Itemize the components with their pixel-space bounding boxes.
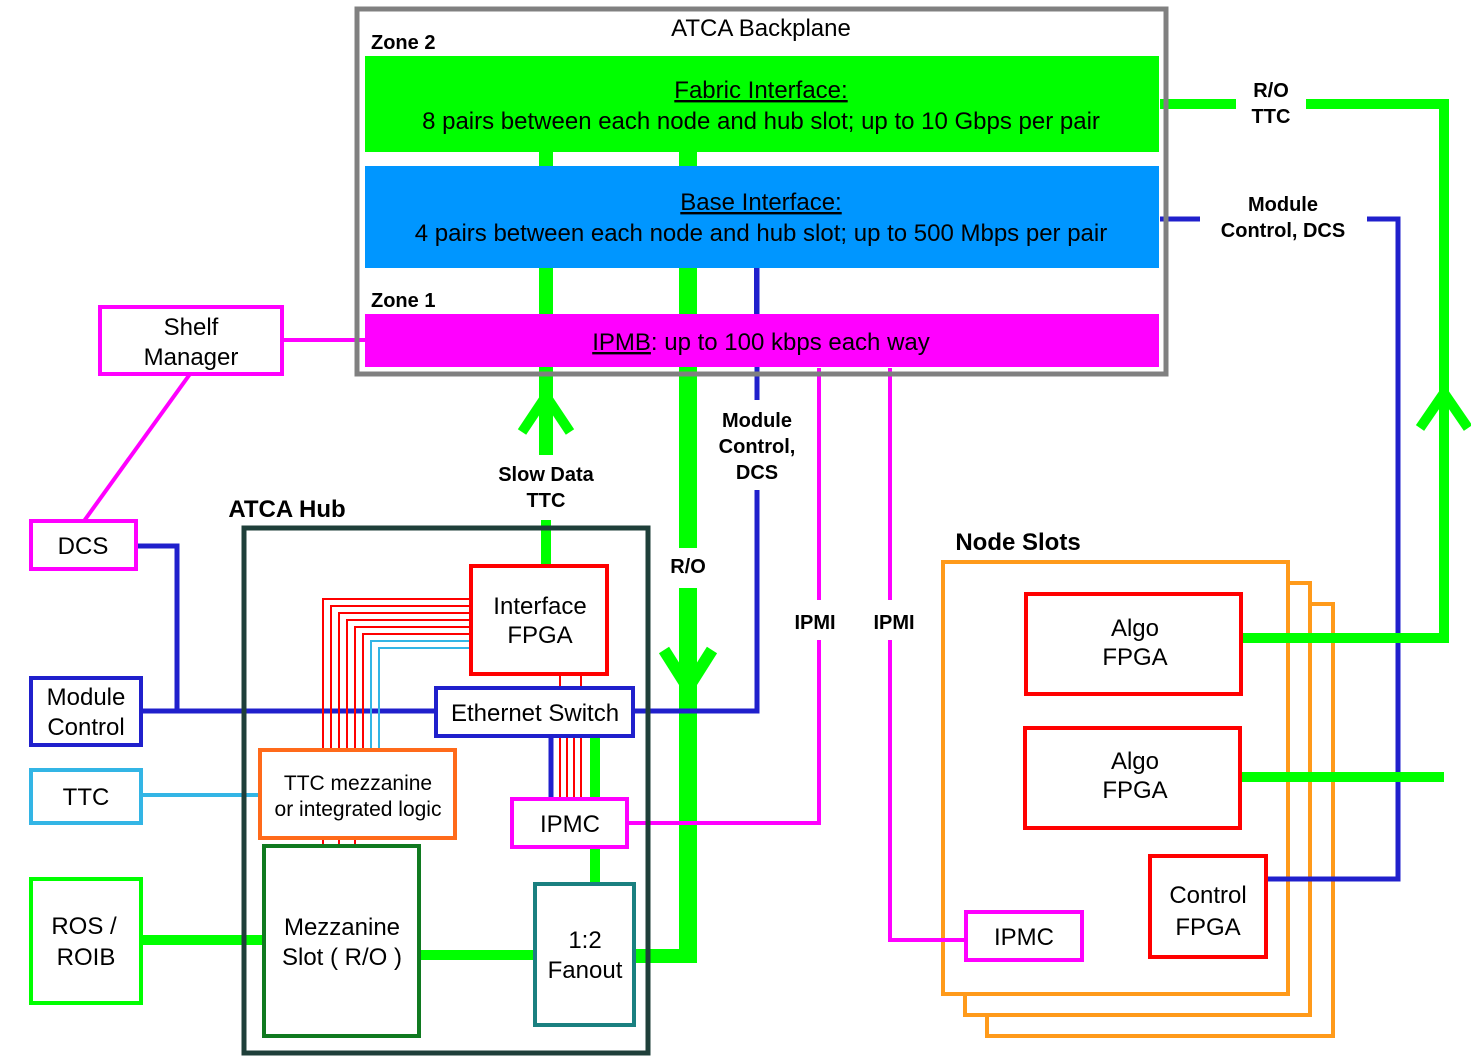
module-control-box: [29, 676, 143, 747]
module-control-label-2: Control: [47, 714, 124, 741]
ro-ttc-right-link: [1306, 99, 1449, 420]
ttc-mezzanine-label-2: or integrated logic: [275, 798, 442, 821]
algo-fpga-1-label-1: Algo: [1111, 615, 1159, 642]
atca-hub-title: ATCA Hub: [228, 496, 345, 523]
ro-trunk-overlay: [679, 152, 697, 166]
shelf-manager-label-2: Manager: [144, 344, 239, 371]
ipmi-2-label: IPMI: [873, 612, 914, 634]
module-control-mid-2: Control,: [719, 436, 796, 458]
algo-fpga-1-label-2: FPGA: [1102, 644, 1167, 671]
mezzanine-slot-label-1: Mezzanine: [284, 914, 400, 941]
fabric-interface-desc: 8 pairs between each node and hub slot; …: [422, 108, 1100, 135]
dcs-label: DCS: [58, 533, 109, 560]
ros-roib-label-1: ROS /: [51, 913, 117, 940]
ros-roib-box: [29, 877, 143, 1005]
fanout-label-1: 1:2: [568, 927, 601, 954]
module-control-dcs-right-1: Module: [1248, 194, 1318, 216]
control-fpga-box: [1148, 854, 1268, 959]
zone1-label: Zone 1: [371, 290, 435, 312]
slow-data-trunk-overlay: [539, 152, 553, 166]
dcs-box: [29, 519, 138, 571]
ttc-mezzanine-box: [258, 748, 457, 840]
ethernet-switch-label: Ethernet Switch: [451, 700, 619, 727]
control-fpga-label-1: Control: [1169, 882, 1246, 909]
mezzanine-slot-box: [262, 844, 421, 1038]
module-control-mid-label-bg: [712, 404, 804, 486]
ttc-box: [29, 768, 143, 825]
mid-to-switch: [634, 490, 760, 714]
ipmi-1-label: IPMI: [794, 612, 835, 634]
ttc-label: TTC: [63, 784, 110, 811]
ro-ttc-label-bg: [1238, 78, 1304, 128]
shelf-manager-box: [98, 305, 284, 376]
ro-ttc-label-2: TTC: [1252, 106, 1291, 128]
navy-base-overlay: [754, 268, 759, 314]
module-control-label-1: Module: [47, 684, 126, 711]
backplane-frame: [354, 6, 1169, 377]
slow-data-trunk-overlay-2: [539, 268, 553, 314]
hub-ipmc-label: IPMC: [540, 811, 600, 838]
ro-ttc-label-1: R/O: [1253, 80, 1289, 102]
ro-label-bg: [664, 551, 712, 581]
algo-fpga-1-box: [1024, 592, 1243, 696]
node-slots-title: Node Slots: [955, 529, 1080, 556]
ethernet-switch-box: [434, 686, 635, 738]
shelf-dcs-link: [82, 372, 192, 523]
up-arrow-right: [1415, 384, 1471, 431]
ipmi-2-label-bg: [866, 606, 922, 636]
ipmb-bar: [365, 314, 1159, 367]
interface-fpga-label-1: Interface: [493, 593, 586, 620]
interface-fpga-thin-links: [322, 598, 582, 846]
ipmb-text: IPMB: up to 100 kbps each way: [592, 329, 930, 356]
algo-fpga-2-label-1: Algo: [1111, 748, 1159, 775]
fanout-label-2: Fanout: [548, 957, 623, 984]
ros-roib-label-2: ROIB: [57, 944, 116, 971]
dcs-to-switch: [137, 543, 436, 714]
ipmi1-link-lower: [628, 640, 821, 825]
ro-label: R/O: [670, 556, 706, 578]
slow-data-label-1: Slow Data: [498, 464, 594, 486]
fanout-box: [533, 882, 636, 1027]
up-arrow-slow-data: [517, 386, 575, 435]
ro-trunk-overlay-2: [679, 268, 697, 314]
base-interface-title: Base Interface:: [680, 189, 841, 216]
node-ipmc-label: IPMC: [994, 924, 1054, 951]
fabric-interface-title: Fabric Interface:: [674, 77, 847, 104]
module-control-mid-3: DCS: [736, 462, 778, 484]
slow-data-label-bg: [490, 458, 602, 514]
base-interface-desc: 4 pairs between each node and hub slot; …: [415, 220, 1107, 247]
shelf-manager-label-1: Shelf: [164, 314, 219, 341]
interface-fpga-label-2: FPGA: [507, 622, 572, 649]
ttc-mezzanine-label-1: TTC mezzanine: [284, 772, 432, 795]
module-control-mid-1: Module: [722, 410, 792, 432]
slow-data-label-2: TTC: [527, 490, 566, 512]
algo-fpga-2-box: [1023, 726, 1242, 830]
node-ipmc-box: [964, 910, 1084, 962]
hub-ipmc-box: [510, 797, 629, 849]
backplane-title: ATCA Backplane: [671, 15, 851, 42]
control-fpga-label-2: FPGA: [1175, 914, 1240, 941]
down-arrow-ro: [658, 646, 718, 700]
base-interface-bar: [365, 166, 1159, 268]
zone2-label: Zone 2: [371, 32, 435, 54]
interface-fpga-box: [469, 564, 609, 676]
ipmi-1-label-bg: [790, 606, 846, 636]
module-control-dcs-right-2: Control, DCS: [1221, 220, 1345, 242]
mezzanine-slot-label-2: Slot ( R/O ): [282, 944, 402, 971]
fabric-interface-bar: [365, 56, 1159, 152]
atca-hub-frame: [241, 525, 651, 1056]
algo-fpga-2-label-2: FPGA: [1102, 777, 1167, 804]
